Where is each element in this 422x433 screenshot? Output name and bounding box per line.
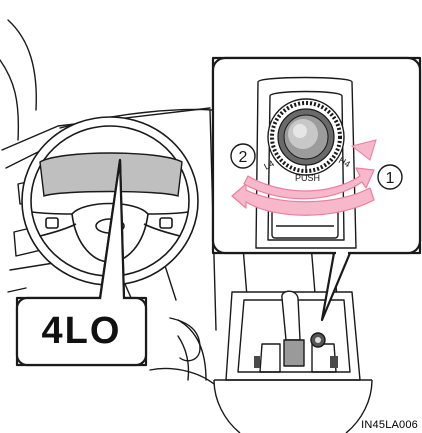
- 4wd-control-dial[interactable]: [268, 99, 344, 175]
- figure-code: IN45LA006: [361, 419, 418, 431]
- center-console: [214, 291, 372, 433]
- dial-push-label: PUSH: [295, 173, 320, 183]
- step-1-marker: 1: [378, 165, 402, 189]
- step-1-number: 1: [386, 170, 395, 187]
- step-2-marker: 2: [231, 144, 255, 168]
- step-2-number: 2: [239, 149, 248, 166]
- meter-display: [40, 153, 182, 196]
- transfer-mode-display-label: 4LO: [17, 298, 146, 365]
